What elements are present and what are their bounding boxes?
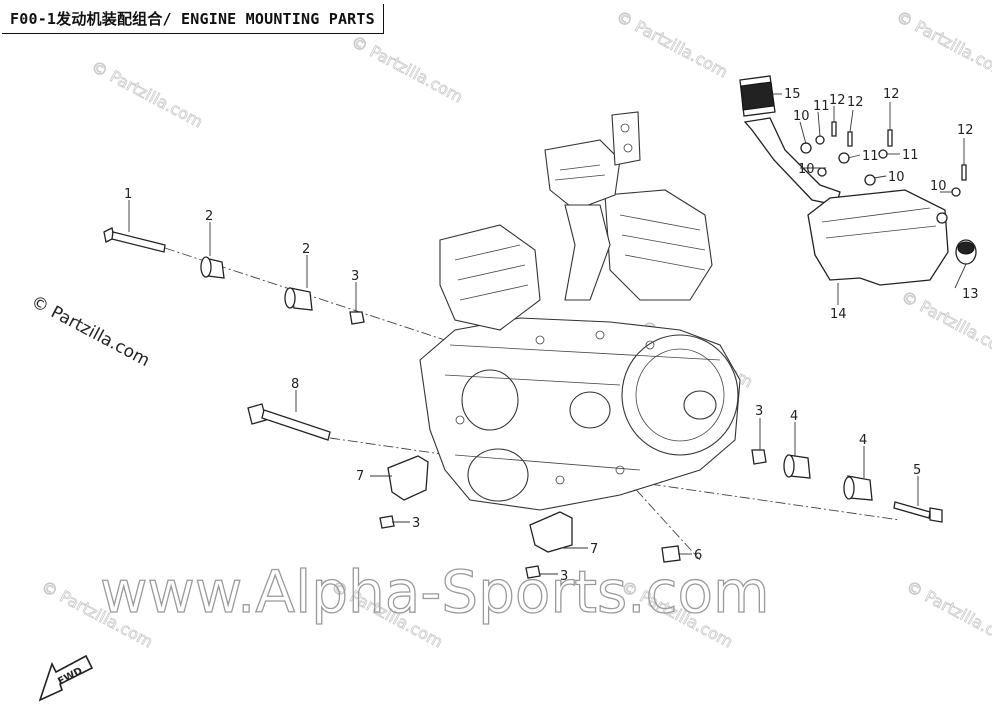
- wm-partzilla: © Partzilla.com: [88, 57, 206, 132]
- part-8-bolt: [247, 403, 331, 441]
- callout-12: 12: [829, 93, 846, 108]
- callout-14: 14: [830, 307, 847, 322]
- part-4-bushing-b: [843, 475, 873, 501]
- callout-12: 12: [957, 123, 974, 138]
- part-5-bolt: [893, 501, 943, 523]
- callout-8: 8: [291, 377, 299, 392]
- callout-3: 3: [560, 569, 568, 584]
- part-3-nut: [349, 311, 365, 325]
- engine-assembly: [419, 111, 741, 511]
- wm-partzilla-dark: © Partzilla.com: [28, 292, 153, 371]
- part-3-nut-b: [379, 515, 395, 529]
- part-7-bracket-a: [387, 455, 429, 501]
- part-2-bushing-b: [284, 287, 313, 311]
- wm-partzilla: © Partzilla.com: [893, 7, 992, 82]
- callout-2: 2: [302, 242, 310, 257]
- callout-3: 3: [412, 516, 420, 531]
- callout-11: 11: [813, 99, 830, 114]
- callout-7: 7: [356, 469, 364, 484]
- part-14-tank: [807, 189, 949, 286]
- callout-10: 10: [798, 162, 815, 177]
- part-1-bolt: [103, 227, 166, 253]
- wm-partzilla: © Partzilla.com: [903, 577, 992, 652]
- callout-1: 1: [124, 187, 132, 202]
- callout-11: 11: [862, 149, 879, 164]
- callout-4: 4: [859, 433, 867, 448]
- callout-7: 7: [590, 542, 598, 557]
- callout-13: 13: [962, 287, 979, 302]
- axis-line-upper: [164, 247, 461, 346]
- part-15-boot: [739, 75, 776, 117]
- wm-partzilla: © Partzilla.com: [613, 7, 731, 82]
- alpha-sports-watermark: www.Alpha-Sports.com: [100, 558, 770, 626]
- callout-11: 11: [902, 148, 919, 163]
- wm-partzilla: © Partzilla.com: [348, 32, 466, 107]
- callout-15: 15: [784, 87, 801, 102]
- callout-4: 4: [790, 409, 798, 424]
- callout-10: 10: [793, 109, 810, 124]
- axis-line-lower: [329, 437, 901, 521]
- part-3-nut-c: [525, 565, 541, 579]
- part-7-bracket-b: [529, 511, 573, 553]
- part-4-bushing-a: [783, 454, 811, 479]
- part-pipe: [743, 117, 841, 206]
- callout-6: 6: [694, 548, 702, 563]
- callout-3: 3: [755, 404, 763, 419]
- callout-12: 12: [883, 87, 900, 102]
- part-2-bushing-a: [200, 256, 225, 279]
- fwd-arrow: FWD: [38, 654, 94, 702]
- callout-10: 10: [930, 179, 947, 194]
- callout-2: 2: [205, 209, 213, 224]
- callout-3: 3: [351, 269, 359, 284]
- part-13-cap: [955, 239, 977, 265]
- part-3-nut-d: [751, 449, 767, 465]
- callout-5: 5: [913, 463, 921, 478]
- diagram-title: F00-1发动机装配组合/ ENGINE MOUNTING PARTS: [2, 4, 384, 34]
- leader-lines: [128, 93, 967, 575]
- callout-10: 10: [888, 170, 905, 185]
- part-6-nut: [661, 545, 681, 563]
- callout-12: 12: [847, 95, 864, 110]
- callout-numbers: 1 2 2 3 8 7 3 7 3 6 3 4 4 5 15 10 11 12 …: [124, 87, 979, 584]
